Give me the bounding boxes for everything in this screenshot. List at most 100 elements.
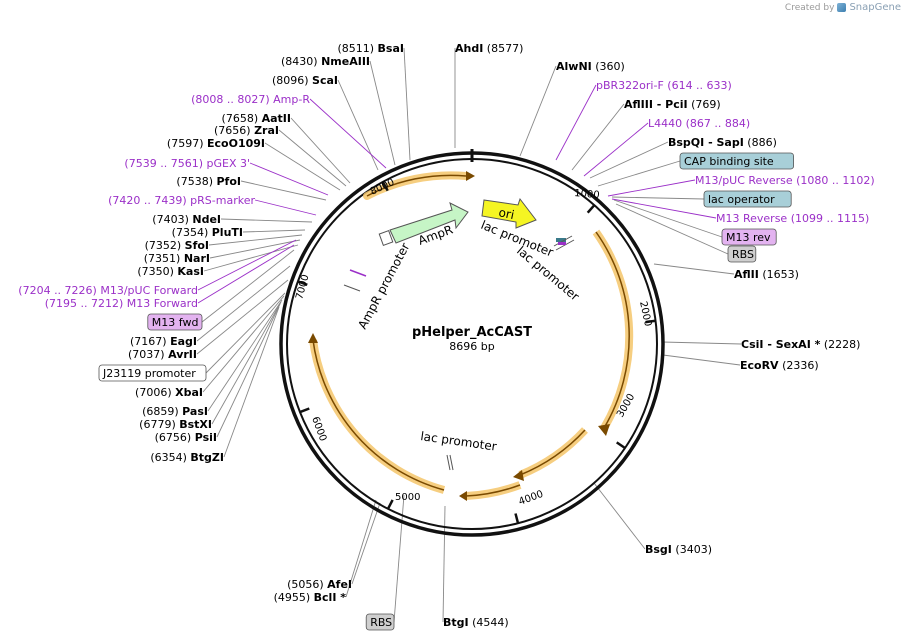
enzyme-site-label: (6354) BtgZI xyxy=(150,451,224,464)
site-position: (1653) xyxy=(759,268,799,281)
enzyme-site-label: AflII (1653) xyxy=(734,268,799,281)
site-name: M13/pUC Reverse xyxy=(695,174,793,187)
site-position: (7037) xyxy=(128,348,168,361)
site-position: (8511) xyxy=(337,42,377,55)
site-position: (6354) xyxy=(150,451,190,464)
ampr-promoter-glyph xyxy=(343,269,367,292)
site-position: (2336) xyxy=(779,359,819,372)
site-name: BtgZI xyxy=(190,451,224,464)
leader-line xyxy=(593,482,646,550)
ruler-tick xyxy=(297,280,308,286)
inner-features: ori AmpR AmpR promoter lac promoter lac … xyxy=(343,197,582,471)
site-name: BclI * xyxy=(314,591,347,604)
site-name: pBR322ori-F xyxy=(596,79,664,92)
site-position: (6859) xyxy=(142,405,182,418)
site-name: NdeI xyxy=(192,213,221,226)
orf-arcs xyxy=(308,171,634,501)
leader-line xyxy=(653,263,735,275)
ori-arrow xyxy=(481,197,537,229)
site-name: BstXI xyxy=(179,418,212,431)
leader-line xyxy=(583,122,649,177)
leader-line xyxy=(197,239,297,291)
leader-line xyxy=(351,502,381,585)
feature-box-label: J23119 promoter xyxy=(102,367,196,380)
ampr-arrow xyxy=(389,202,469,244)
enzyme-site-label: (7006) XbaI xyxy=(135,386,203,399)
leader-line xyxy=(254,199,317,216)
leader-line xyxy=(290,117,351,184)
enzyme-site-label: (7658) AatII xyxy=(222,112,291,125)
site-name: PfoI xyxy=(217,175,242,188)
site-position: (3403) xyxy=(672,543,712,556)
site-name: BsgI xyxy=(645,543,672,556)
enzyme-site-label: EcoRV (2336) xyxy=(740,359,819,372)
snapgene-logo-icon xyxy=(837,3,847,12)
site-name: AatII xyxy=(262,112,291,125)
ruler-tick xyxy=(381,181,389,192)
backbone-rings xyxy=(279,149,665,537)
leader-line xyxy=(211,301,282,425)
ruler-tick xyxy=(386,499,394,510)
enzyme-site-label: (7167) EagI xyxy=(130,335,197,348)
ampr-promoter-label: AmpR promoter xyxy=(355,241,412,332)
leader-line xyxy=(242,229,306,233)
primer-site-label: (8008 .. 8027) Amp-R xyxy=(191,93,310,106)
site-position: (7658) xyxy=(222,112,262,125)
orf-arc-bottom-inner xyxy=(465,484,521,497)
enzyme-site-label: (4955) BclI * xyxy=(274,591,347,604)
feature-box-label: M13 fwd xyxy=(152,316,199,329)
lac-promoter-label-3: lac promoter xyxy=(420,429,498,454)
site-position: (7538) xyxy=(176,175,216,188)
leader-line xyxy=(403,47,411,161)
leader-line xyxy=(197,244,295,304)
site-position: (4955) xyxy=(274,591,314,604)
site-labels: (8511) BsaI(8430) NmeAIII(8096) ScaI(800… xyxy=(18,42,875,631)
leader-line xyxy=(519,65,557,157)
enzyme-site-label: (7354) PluTI xyxy=(172,226,243,239)
ori-label: ori xyxy=(497,205,515,222)
enzyme-site-label: (7350) KasI xyxy=(137,265,204,278)
site-position: (7420 .. 7439) xyxy=(108,194,190,207)
site-position: (1080 .. 1102) xyxy=(793,174,875,187)
leader-line xyxy=(309,98,387,169)
ampr-promoter-box xyxy=(378,230,394,246)
leader-line xyxy=(613,199,723,238)
ruler-tick xyxy=(616,441,626,450)
site-name: AflII xyxy=(734,268,759,281)
orf-arc-bottom xyxy=(465,481,522,500)
site-name: AfeI xyxy=(327,578,352,591)
enzyme-site-label: (8096) ScaI xyxy=(272,74,338,87)
leader-line xyxy=(249,162,329,196)
enzyme-site-label: BtgI (4544) xyxy=(443,616,509,629)
ruler-tick-label: 4000 xyxy=(517,489,545,508)
enzyme-site-label: (7597) EcoO109I xyxy=(167,137,265,150)
enzyme-site-label: (7656) ZraI xyxy=(214,124,279,137)
site-position: (6779) xyxy=(139,418,179,431)
leader-line xyxy=(264,142,341,191)
orf-arrowhead-right xyxy=(598,424,610,436)
orf-arc-left-inner xyxy=(312,339,445,491)
site-position: (4544) xyxy=(469,616,509,629)
ruler-tick-label: 5000 xyxy=(395,492,420,503)
enzyme-site-label: (6859) PasI xyxy=(142,405,208,418)
enzyme-site-label: (6779) BstXI xyxy=(139,418,212,431)
site-position: (7539 .. 7561) xyxy=(124,157,206,170)
feature-box-label: lac operator xyxy=(708,193,775,206)
feature-box xyxy=(727,245,757,263)
site-name: AlwNI xyxy=(556,60,592,73)
site-name: EcoO109I xyxy=(207,137,265,150)
leader-line xyxy=(202,295,285,393)
enzyme-site-label: (6756) PsiI xyxy=(155,431,217,444)
site-name: L4440 xyxy=(648,117,682,130)
lac-promoter-glyph-lower xyxy=(446,454,454,471)
leader-line xyxy=(589,141,669,179)
site-name: pRS-marker xyxy=(190,194,255,207)
feature-box-label: RBS xyxy=(732,248,754,261)
leader-line xyxy=(205,292,286,374)
feature-box-label: M13 rev xyxy=(726,231,771,244)
site-position: (7204 .. 7226) xyxy=(18,284,100,297)
leader-line xyxy=(442,505,446,623)
site-position: (769) xyxy=(688,98,721,111)
site-name: PsiI xyxy=(195,431,217,444)
